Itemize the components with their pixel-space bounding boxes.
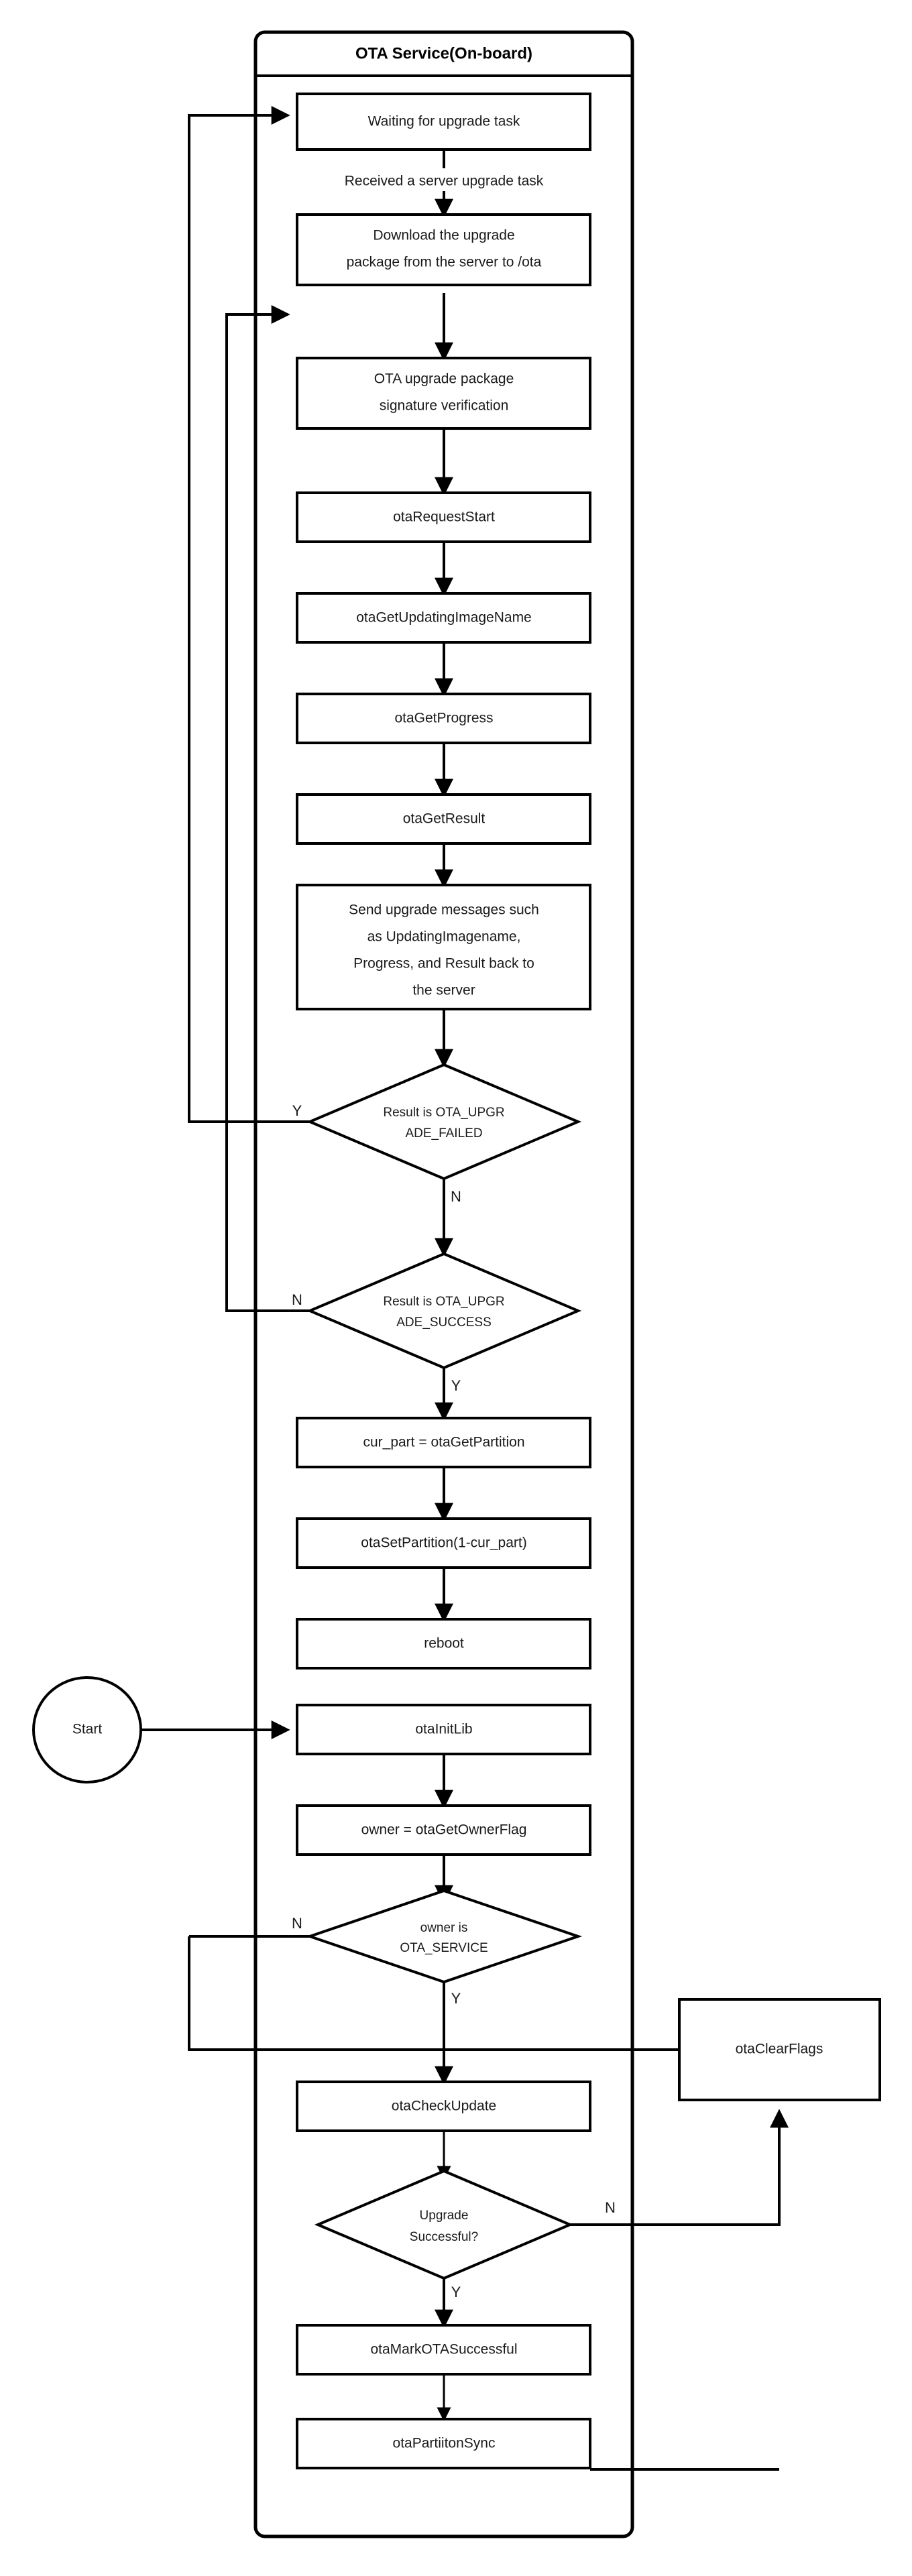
decision-d3-no-label: N — [292, 1915, 302, 1932]
node-otagetprogress[interactable] — [296, 693, 591, 744]
node-curpart-otagetpartition[interactable] — [296, 1417, 591, 1468]
node-label-curpart: cur_part = otaGetPartition — [363, 1435, 524, 1450]
node-label-otamarkotasuccessful: otaMarkOTASuccessful — [370, 2342, 517, 2357]
node-label-send-line4: the server — [412, 983, 475, 998]
decision-d4-yes-label: Y — [451, 2284, 461, 2300]
node-otacheckupdate[interactable] — [296, 2081, 591, 2132]
node-waiting-for-upgrade-task[interactable] — [296, 93, 591, 151]
node-otaclearflags[interactable] — [678, 1998, 881, 2101]
node-reboot[interactable] — [296, 1618, 591, 1670]
node-otagetresult[interactable] — [296, 793, 591, 845]
node-label-otarequeststart: otaRequestStart — [393, 510, 495, 525]
edge-label-received-task: Received a server upgrade task — [345, 174, 544, 189]
node-label-waiting: Waiting for upgrade task — [368, 114, 520, 129]
node-label-otasetpartition: otaSetPartition(1-cur_part) — [361, 1535, 526, 1551]
decision-d2-yes-label: Y — [451, 1377, 461, 1394]
decision-label-d4-line1: Upgrade — [420, 2209, 469, 2223]
node-label-otacheckupdate: otaCheckUpdate — [392, 2099, 496, 2114]
node-owner-otagetownerflag[interactable] — [296, 1804, 591, 1856]
decision-label-d2-line1: Result is OTA_UPGR — [383, 1295, 504, 1309]
node-label-download-line1: Download the upgrade — [373, 228, 514, 243]
node-label-verify-line1: OTA upgrade package — [374, 371, 514, 387]
node-label-otaclearflags: otaClearFlags — [736, 2042, 823, 2057]
decision-label-d3-line1: owner is — [420, 1921, 468, 1935]
node-label-download-line2: package from the server to /ota — [347, 255, 542, 270]
node-label-send-line1: Send upgrade messages such — [349, 902, 539, 918]
node-label-otainitlib: otaInitLib — [415, 1722, 472, 1737]
terminator-start[interactable] — [32, 1676, 142, 1783]
decision-label-d3-line2: OTA_SERVICE — [400, 1941, 488, 1955]
node-label-send-line2: as UpdatingImagename, — [367, 929, 521, 945]
node-otasetpartition[interactable] — [296, 1517, 591, 1569]
node-otagetupdatingimagename[interactable] — [296, 592, 591, 644]
node-label-verify-line2: signature verification — [380, 398, 509, 414]
node-label-otagetresult: otaGetResult — [403, 811, 486, 827]
node-otapartiitonsync[interactable] — [296, 2418, 591, 2469]
edge-d4-no-to-otaclearflags — [570, 2109, 789, 2226]
node-label-otagetprogress: otaGetProgress — [394, 711, 493, 726]
node-label-otagetupdatingimagename: otaGetUpdatingImageName — [356, 610, 532, 626]
edge-rail-to-otaclearflags — [188, 1936, 679, 2051]
edge-d2-no-to-getupdatingimagename — [225, 305, 376, 1312]
decision-d4-no-label: N — [605, 2199, 616, 2216]
decision-label-d2-line2: ADE_SUCCESS — [396, 1315, 492, 1330]
node-label-reboot: reboot — [424, 1636, 464, 1651]
decision-d3-yes-label: Y — [451, 1990, 461, 2007]
decision-label-d1-line2: ADE_FAILED — [405, 1126, 482, 1140]
node-download-upgrade-package[interactable] — [296, 213, 591, 286]
node-label-ownerflag: owner = otaGetOwnerFlag — [361, 1822, 527, 1838]
node-label-send-line3: Progress, and Result back to — [353, 956, 534, 972]
node-send-upgrade-messages[interactable] — [296, 884, 591, 1010]
edge-d1-yes-to-waiting — [188, 106, 376, 1123]
terminator-start-label: Start — [72, 1722, 103, 1737]
decision-label-d4-line2: Successful? — [410, 2230, 478, 2244]
decision-label-d1-line1: Result is OTA_UPGR — [383, 1106, 504, 1120]
decision-d1-no-label: N — [451, 1188, 461, 1205]
decision-d2-no-label: N — [292, 1291, 302, 1308]
node-signature-verification[interactable] — [296, 357, 591, 430]
lane-title: OTA Service(On-board) — [355, 44, 532, 62]
decision-d1-yes-label: Y — [292, 1102, 302, 1119]
node-label-otapartiitonsync: otaPartiitonSync — [393, 2436, 496, 2451]
